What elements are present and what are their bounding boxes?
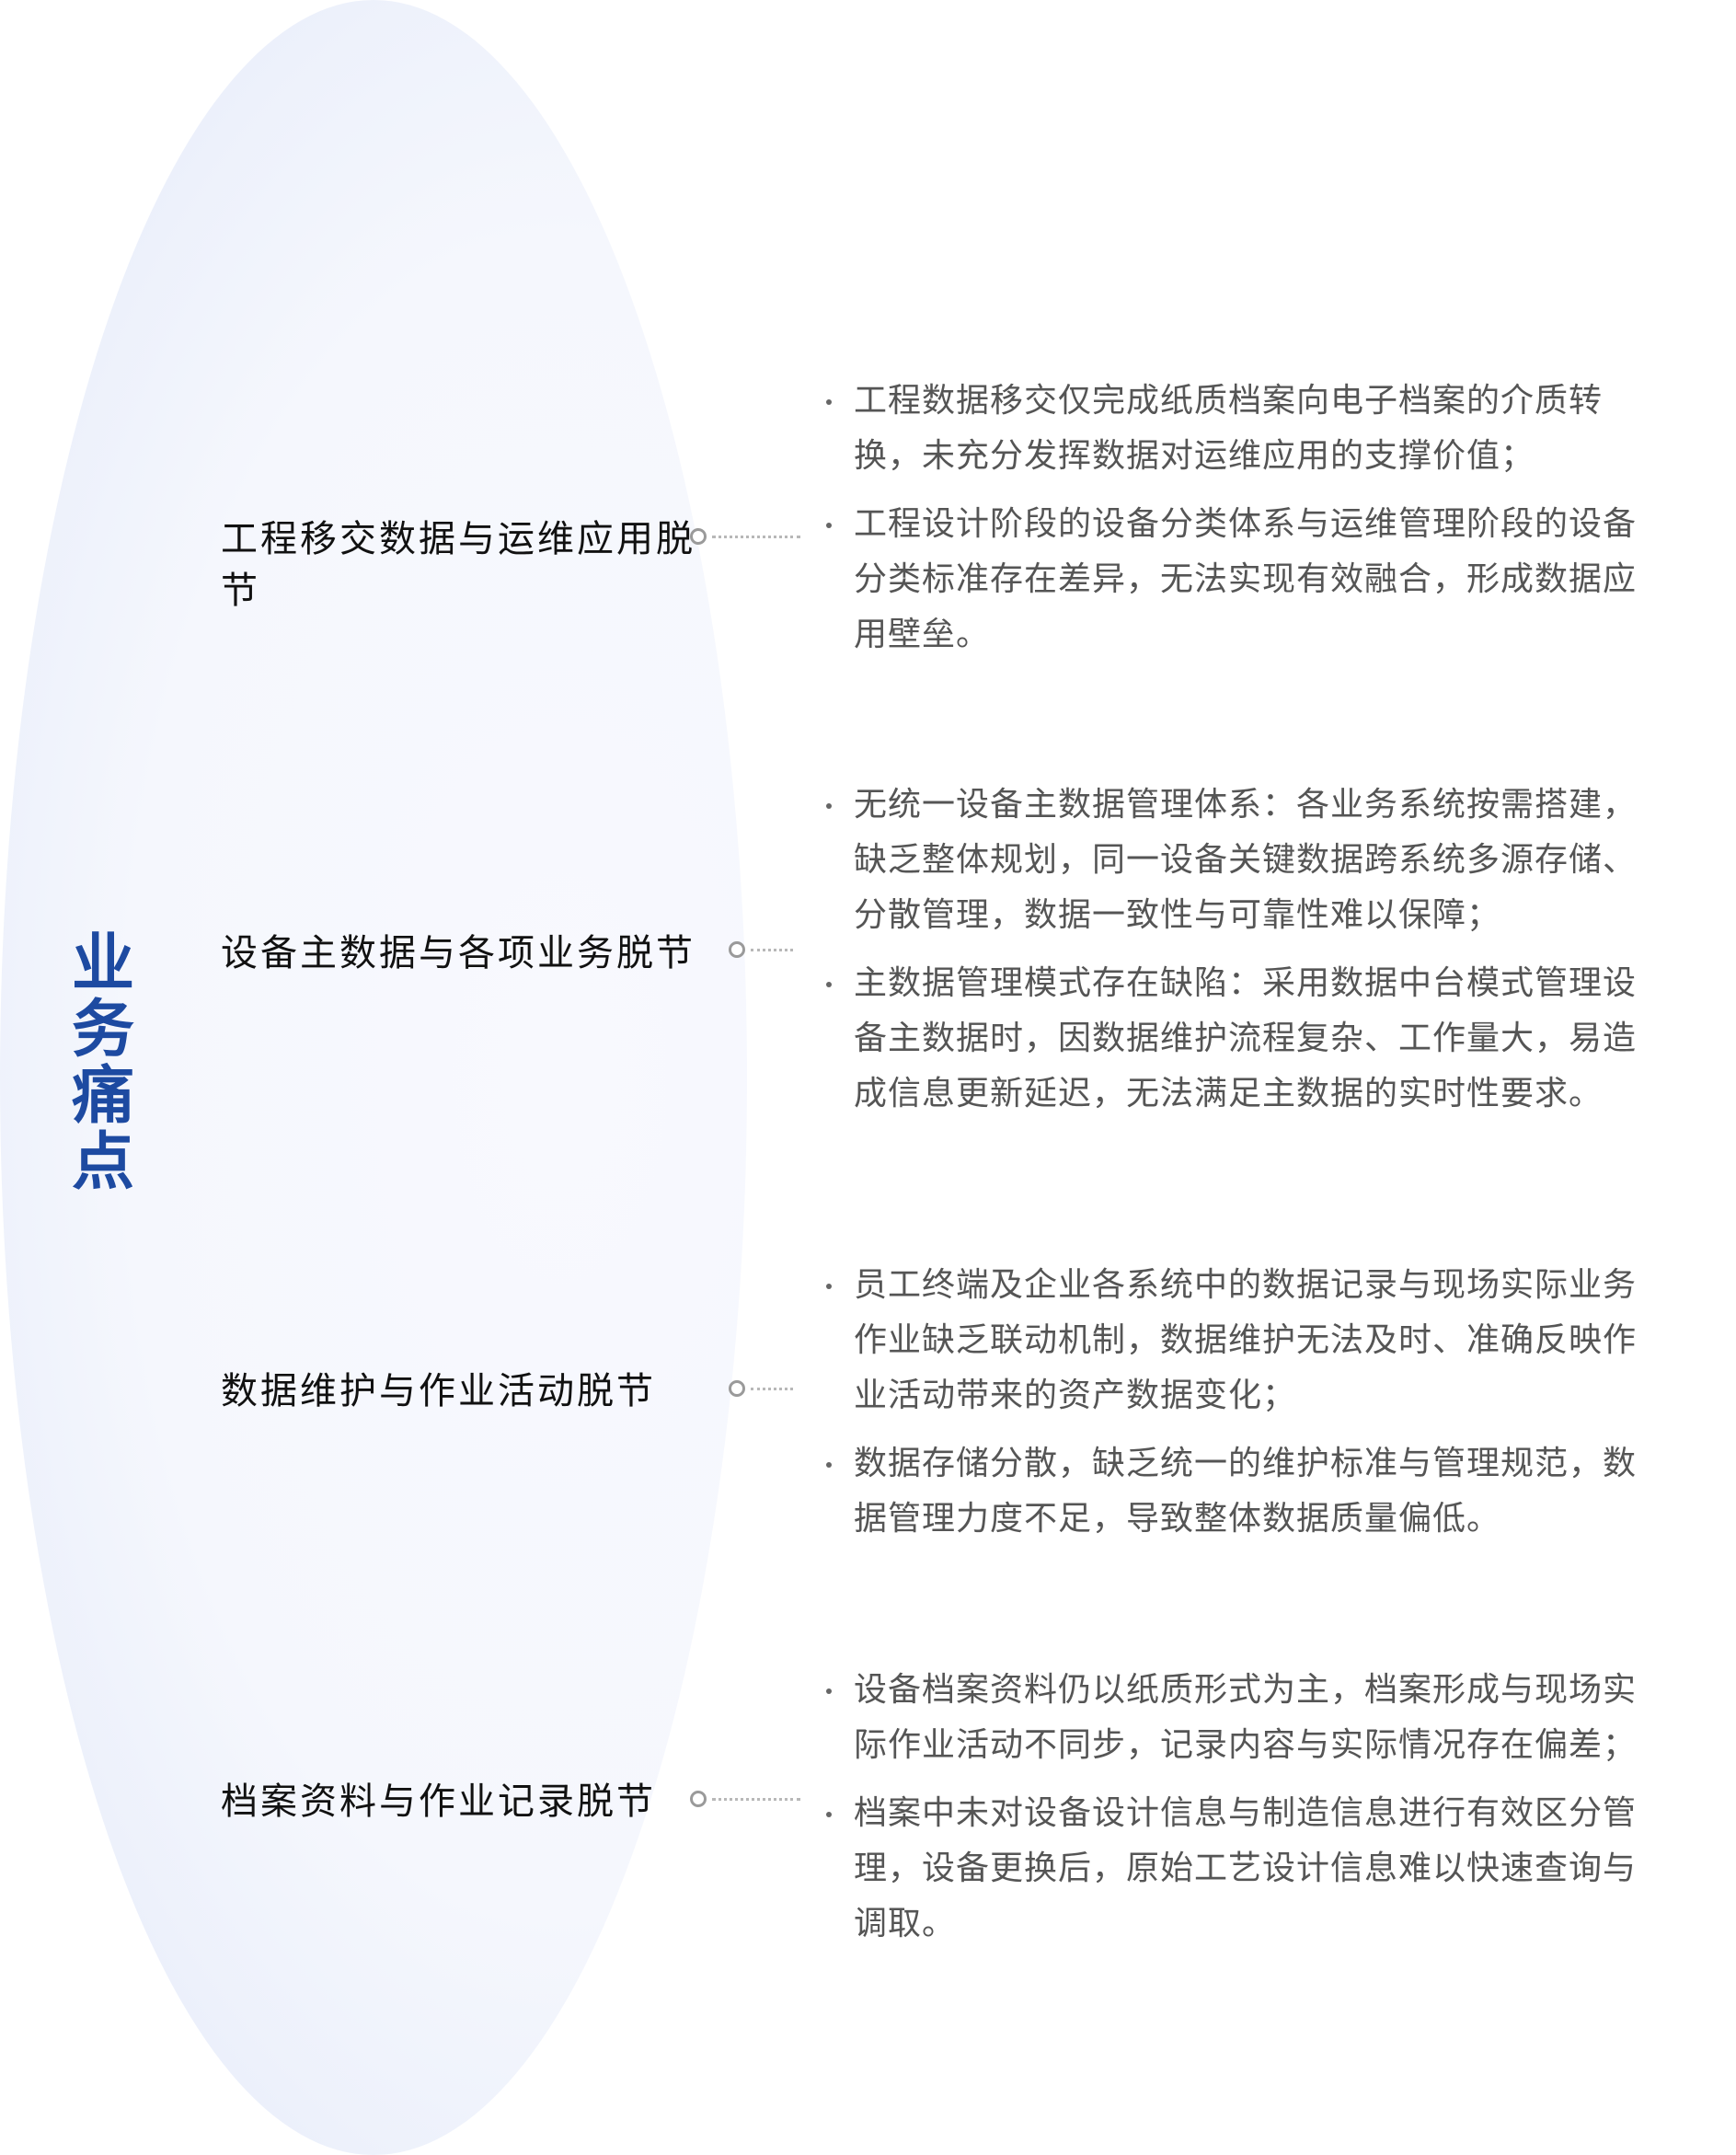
bullet-dot-icon — [826, 803, 832, 809]
list-item: 工程设计阶段的设备分类体系与运维管理阶段的设备分类标准存在差异，无法实现有效融合… — [817, 497, 1663, 663]
connector-dots — [712, 535, 800, 538]
connector-dots — [712, 1797, 800, 1801]
bullet-dot-icon — [826, 982, 832, 987]
connector-dots — [751, 948, 793, 951]
connector-2 — [729, 941, 793, 958]
connector-1 — [690, 528, 800, 545]
background-ellipse — [0, 0, 747, 2155]
page-title: 业务痛点 — [71, 928, 134, 1199]
list-item: 主数据管理模式存在缺陷：采用数据中台模式管理设备主数据时，因数据维护流程复杂、工… — [817, 956, 1663, 1122]
bullet-dot-icon — [826, 1812, 832, 1817]
connector-node-icon — [690, 1791, 707, 1807]
list-item: 数据存储分散，缺乏统一的维护标准与管理规范，数据管理力度不足，导致整体数据质量偏… — [817, 1436, 1663, 1547]
bullet-dot-icon — [826, 1284, 832, 1289]
section-points-3: 员工终端及企业各系统中的数据记录与现场实际业务作业缺乏联动机制，数据维护无法及时… — [817, 1258, 1663, 1560]
section-title-2: 设备主数据与各项业务脱节 — [221, 932, 696, 974]
list-item: 工程数据移交仅完成纸质档案向电子档案的介质转换，未充分发挥数据对运维应用的支撑价… — [817, 374, 1663, 484]
list-item: 无统一设备主数据管理体系：各业务系统按需搭建，缺乏整体规划，同一设备关键数据跨系… — [817, 778, 1663, 943]
list-item: 设备档案资料仍以纸质形式为主，档案形成与现场实际作业活动不同步，记录内容与实际情… — [817, 1663, 1663, 1773]
section-title-3: 数据维护与作业活动脱节 — [221, 1370, 656, 1412]
list-item: 员工终端及企业各系统中的数据记录与现场实际业务作业缺乏联动机制，数据维护无法及时… — [817, 1258, 1663, 1423]
connector-node-icon — [729, 1380, 745, 1397]
connector-dots — [751, 1387, 793, 1390]
section-title-1: 工程移交数据与运维应用脱节 — [221, 518, 696, 612]
section-points-1: 工程数据移交仅完成纸质档案向电子档案的介质转换，未充分发挥数据对运维应用的支撑价… — [817, 374, 1663, 675]
connector-node-icon — [690, 528, 707, 545]
bullet-dot-icon — [826, 1688, 832, 1694]
bullet-dot-icon — [826, 399, 832, 405]
section-title-4: 档案资料与作业记录脱节 — [221, 1780, 656, 1823]
connector-4 — [690, 1791, 800, 1807]
section-points-4: 设备档案资料仍以纸质形式为主，档案形成与现场实际作业活动不同步，记录内容与实际情… — [817, 1663, 1663, 1965]
bullet-dot-icon — [826, 1462, 832, 1468]
section-points-2: 无统一设备主数据管理体系：各业务系统按需搭建，缺乏整体规划，同一设备关键数据跨系… — [817, 778, 1663, 1135]
bullet-dot-icon — [826, 523, 832, 528]
connector-node-icon — [729, 941, 745, 958]
list-item: 档案中未对设备设计信息与制造信息进行有效区分管理，设备更换后，原始工艺设计信息难… — [817, 1786, 1663, 1952]
connector-3 — [729, 1380, 793, 1397]
